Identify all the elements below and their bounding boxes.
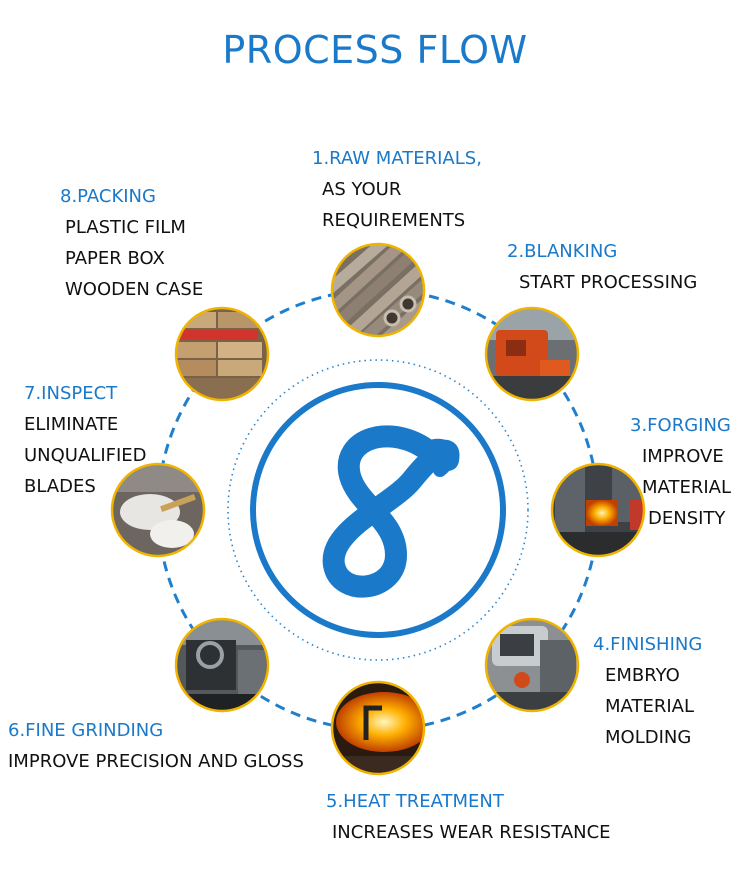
grinding-machine-photo [174, 617, 270, 713]
step-8-line-1: PLASTIC FILM [60, 212, 203, 243]
step-5-heading: 5.HEAT TREATMENT [326, 786, 611, 817]
step-3-heading: 3.FORGING [630, 410, 731, 441]
step-3-line-1: IMPROVE [630, 441, 731, 472]
step-8-heading: 8.PACKING [60, 181, 203, 212]
step-6-line-1: IMPROVE PRECISION AND GLOSS [8, 746, 304, 777]
step-3-line-3: DENSITY [630, 503, 731, 534]
step-3-label: 3.FORGING IMPROVE MATERIAL DENSITY [630, 410, 731, 534]
step-8-line-3: WOODEN CASE [60, 274, 203, 305]
step-1-line-1: AS YOUR [312, 174, 482, 205]
step-1-heading: 1.RAW MATERIALS, [312, 143, 482, 174]
packing-boxes-photo [174, 306, 270, 402]
step-5-line-1: INCREASES WEAR RESISTANCE [326, 817, 611, 848]
step-7-line-2: UNQUALIFIED [24, 440, 147, 471]
step-1-line-2: REQUIREMENTS [312, 205, 482, 236]
steel-pipes-photo [326, 238, 432, 344]
step-3-line-2: MATERIAL [630, 472, 731, 503]
step-1-label: 1.RAW MATERIALS, AS YOUR REQUIREMENTS [312, 143, 482, 236]
step-6-label: 6.FINE GRINDING IMPROVE PRECISION AND GL… [8, 715, 304, 777]
figure-8-logo [334, 436, 450, 586]
step-7-heading: 7.INSPECT [24, 378, 147, 409]
step-7-line-1: ELIMINATE [24, 409, 147, 440]
step-8-line-2: PAPER BOX [60, 243, 203, 274]
step-2-label: 2.BLANKING START PROCESSING [507, 236, 697, 298]
step-4-line-3: MOLDING [593, 722, 702, 753]
step-7-label: 7.INSPECT ELIMINATE UNQUALIFIED BLADES [24, 378, 147, 502]
finishing-machine-photo [484, 617, 580, 713]
step-6-heading: 6.FINE GRINDING [8, 715, 304, 746]
step-5-label: 5.HEAT TREATMENT INCREASES WEAR RESISTAN… [326, 786, 611, 848]
step-4-heading: 4.FINISHING [593, 629, 702, 660]
step-2-heading: 2.BLANKING [507, 236, 697, 267]
step-8-label: 8.PACKING PLASTIC FILM PAPER BOX WOODEN … [60, 181, 203, 305]
step-4-line-1: EMBRYO [593, 660, 702, 691]
step-4-line-2: MATERIAL [593, 691, 702, 722]
step-2-line-1: START PROCESSING [507, 267, 697, 298]
blanking-machine-photo [484, 306, 580, 402]
step-4-label: 4.FINISHING EMBRYO MATERIAL MOLDING [593, 629, 702, 753]
step-7-line-3: BLADES [24, 471, 147, 502]
